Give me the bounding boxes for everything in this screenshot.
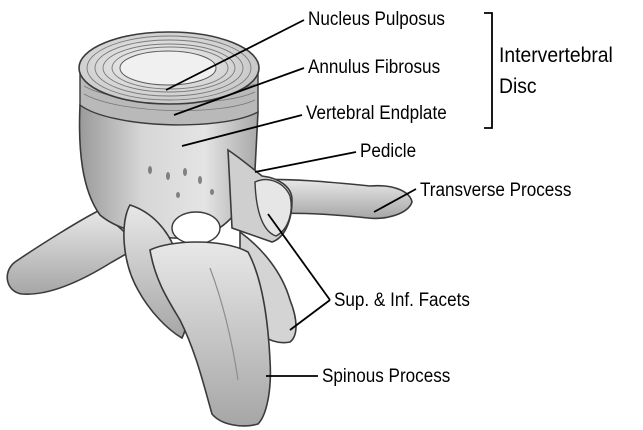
label-vertebral-endplate: Vertebral Endplate <box>306 104 447 123</box>
label-transverse-process: Transverse Process <box>420 181 571 200</box>
label-pedicle: Pedicle <box>360 142 416 161</box>
pedicle <box>228 150 292 242</box>
spinous-process <box>150 242 270 426</box>
disc-bracket <box>484 13 492 128</box>
nucleus-pulposus-shape <box>120 51 216 85</box>
label-disc: Disc <box>499 76 537 97</box>
inf-facet-line <box>290 300 330 330</box>
intervertebral-disc <box>79 32 259 125</box>
vertebral-foramen <box>172 212 220 244</box>
label-annulus-fibrosus: Annulus Fibrosus <box>308 58 440 77</box>
label-nucleus-pulposus: Nucleus Pulposus <box>308 10 445 29</box>
pedicle-line <box>255 152 356 172</box>
label-sup-inf-facets: Sup. & Inf. Facets <box>334 291 470 310</box>
label-intervertebral: Intervertebral <box>499 45 613 66</box>
label-spinous-process: Spinous Process <box>322 367 450 386</box>
